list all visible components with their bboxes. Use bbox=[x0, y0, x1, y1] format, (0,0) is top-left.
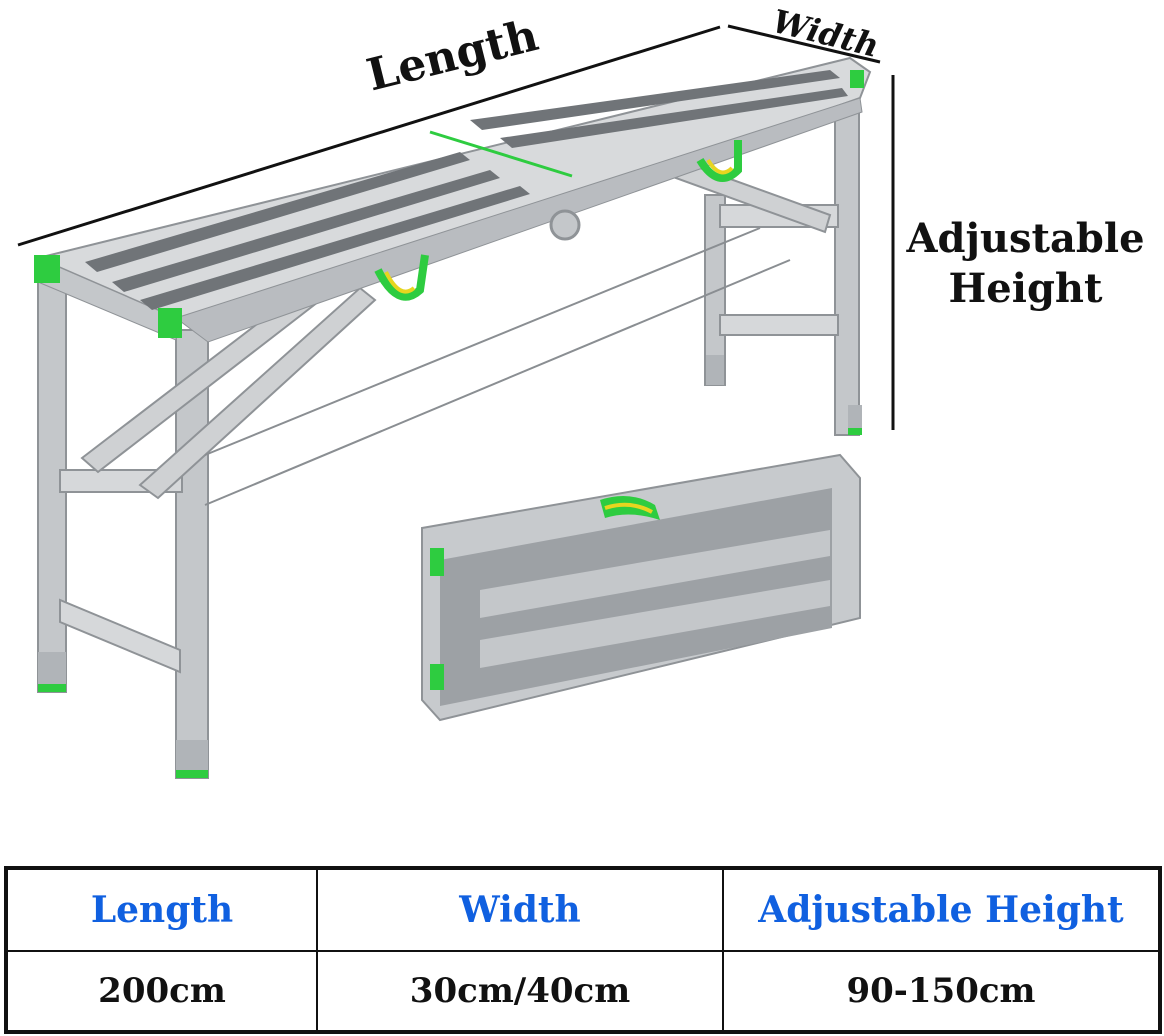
spec-header-width: Width bbox=[316, 867, 724, 952]
front-legs bbox=[37, 281, 862, 779]
platform-deck bbox=[34, 56, 872, 343]
spec-value-width: 30cm/40cm bbox=[316, 950, 724, 1033]
product-illustration: Length Width Adjustable Height bbox=[17, 2, 1145, 779]
carry-strap bbox=[374, 140, 742, 301]
folding-platform-drawing bbox=[17, 24, 895, 779]
spec-value-height: 90-150cm bbox=[722, 950, 1161, 1033]
height-label: Adjustable Height bbox=[906, 215, 1145, 312]
tension-wire bbox=[204, 259, 791, 506]
tension-wire bbox=[204, 227, 761, 456]
spec-value-row: 200cm 30cm/40cm 90-150cm bbox=[5, 950, 1161, 1033]
spec-header-row: Length Width Adjustable Height bbox=[5, 867, 1161, 952]
length-dimension-line bbox=[17, 25, 721, 247]
folded-platform bbox=[421, 453, 861, 722]
spec-header-length: Length bbox=[5, 867, 318, 952]
spec-header-height: Adjustable Height bbox=[722, 867, 1161, 952]
spec-value-length: 200cm bbox=[5, 950, 318, 1033]
width-dimension-line bbox=[727, 24, 881, 64]
spec-table: Length Width Adjustable Height 200cm 30c… bbox=[4, 866, 1162, 1034]
